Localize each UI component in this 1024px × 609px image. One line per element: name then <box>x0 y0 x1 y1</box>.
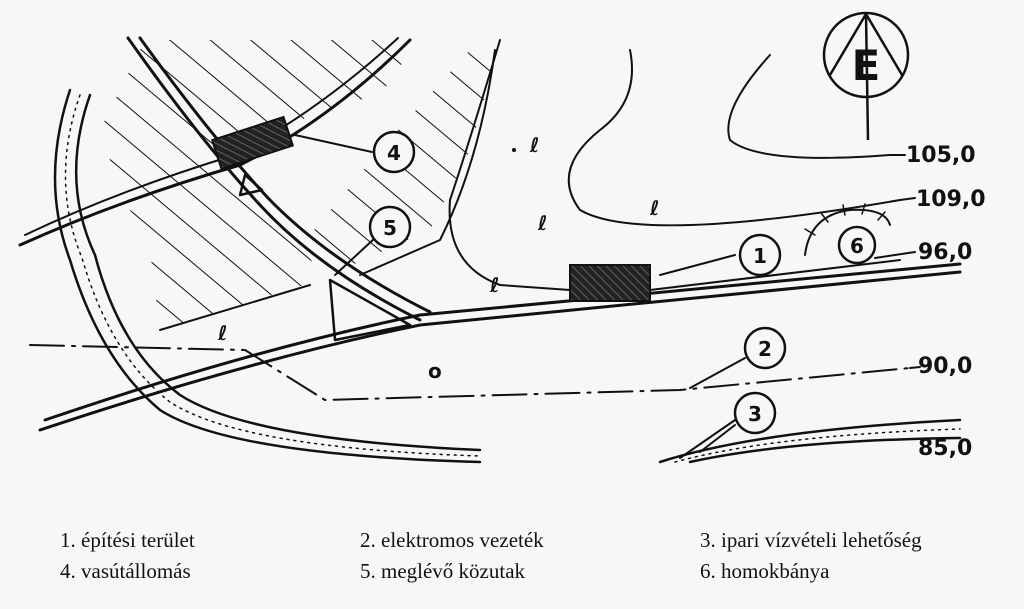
tree-symbol: ℓ <box>649 196 659 220</box>
tree-symbol: ℓ <box>529 133 539 157</box>
tree-symbol: ℓ <box>217 321 227 345</box>
callout-1: 1 <box>738 233 782 277</box>
north-arrow: E <box>822 11 910 141</box>
contour-label-96: 96,0 <box>918 240 972 265</box>
contour-109 <box>567 49 901 227</box>
legend-item: 6. homokbánya <box>700 559 830 583</box>
svg-text:6: 6 <box>850 234 864 258</box>
sand-pit <box>804 208 891 256</box>
callout-5: 5 <box>368 205 412 249</box>
callout-4: 4 <box>372 130 416 174</box>
svg-text:2: 2 <box>758 337 772 361</box>
main-road <box>38 270 962 432</box>
river-bank-left <box>53 88 482 464</box>
tree-symbol: ℓ <box>489 273 499 297</box>
power-line <box>29 344 911 401</box>
compass-letter: E <box>852 41 881 90</box>
legend: 1. építési terület 2. elektromos vezeték… <box>60 528 1010 584</box>
contour-label-105: 105,0 <box>906 143 976 168</box>
contour-label-90: 90,0 <box>918 354 972 379</box>
legend-item: 1. építési terület <box>60 528 195 552</box>
hatched-area <box>100 40 410 330</box>
svg-text:5: 5 <box>383 216 397 240</box>
railway-line <box>126 36 422 322</box>
svg-text:1: 1 <box>753 244 767 268</box>
legend-item: 2. elektromos vezeték <box>360 528 544 552</box>
water-intake-bank <box>658 418 962 464</box>
junction-triangle <box>328 278 412 342</box>
callout-3: 3 <box>733 391 777 435</box>
contour-96 <box>448 39 571 291</box>
svg-text:4: 4 <box>387 141 401 165</box>
pond-symbol: o <box>428 359 442 383</box>
legend-item: 4. vasútállomás <box>60 559 191 583</box>
river-bank-right <box>74 93 482 452</box>
contour-105 <box>727 54 891 159</box>
contour-label-85: 85,0 <box>918 436 972 461</box>
road-upper-left <box>18 38 412 247</box>
legend-item: 5. meglévő közutak <box>360 559 526 583</box>
site-map: E 105,0 109,0 96,0 90,0 85,0 1 2 3 4 5 6… <box>18 11 986 464</box>
svg-text:3: 3 <box>748 402 762 426</box>
callout-2: 2 <box>743 326 787 370</box>
tree-symbol: ℓ <box>537 211 547 235</box>
contour-label-109: 109,0 <box>916 187 986 212</box>
railway-station-block <box>210 115 295 170</box>
construction-site-block <box>569 264 651 302</box>
legend-item: 3. ipari vízvételi lehetőség <box>700 528 922 552</box>
callout-6: 6 <box>837 225 877 265</box>
